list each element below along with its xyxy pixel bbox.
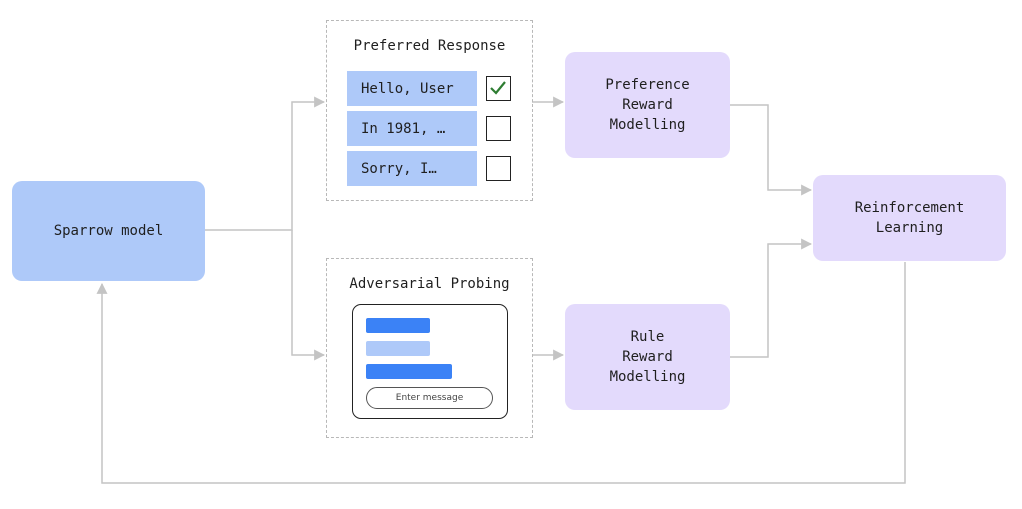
chat-message-bar bbox=[366, 341, 430, 356]
rule-reward-modelling-node: Rule Reward Modelling bbox=[565, 304, 730, 410]
adversarial-probing-title: Adversarial Probing bbox=[349, 276, 510, 292]
preferred-response-panel: Preferred Response Hello, User In 1981, … bbox=[326, 20, 533, 201]
reinforcement-learning-label: Reinforcement Learning bbox=[854, 200, 965, 236]
arrow-sparrow-to-adversarial bbox=[291, 230, 326, 361]
adversarial-probing-panel: Adversarial Probing Enter message bbox=[326, 258, 533, 438]
preferred-response-title: Preferred Response bbox=[353, 38, 506, 54]
message-input: Enter message bbox=[366, 387, 493, 409]
arrow-rule-rm-to-rl bbox=[730, 238, 813, 358]
chat-message-bar bbox=[366, 364, 452, 379]
checkbox-unchecked bbox=[486, 156, 511, 181]
arrow-rl-to-sparrow-feedback bbox=[96, 262, 906, 484]
response-text: In 1981, … bbox=[361, 120, 446, 137]
response-text: Hello, User bbox=[361, 80, 454, 97]
response-option: Hello, User bbox=[347, 71, 477, 106]
sparrow-model-node: Sparrow model bbox=[12, 181, 205, 281]
message-input-placeholder: Enter message bbox=[395, 393, 464, 403]
checkmark-icon bbox=[490, 81, 506, 95]
response-text: Sorry, I… bbox=[361, 160, 437, 177]
preference-reward-modelling-node: Preference Reward Modelling bbox=[565, 52, 730, 158]
response-option: Sorry, I… bbox=[347, 151, 477, 186]
checkbox-checked bbox=[486, 76, 511, 101]
chat-window-illustration: Enter message bbox=[352, 304, 508, 419]
sparrow-model-label: Sparrow model bbox=[53, 223, 164, 239]
rule-reward-modelling-label: Rule Reward Modelling bbox=[609, 329, 686, 385]
arrow-preference-rm-to-rl bbox=[730, 104, 813, 196]
checkbox-unchecked bbox=[486, 116, 511, 141]
reinforcement-learning-node: Reinforcement Learning bbox=[813, 175, 1006, 261]
chat-message-bar bbox=[366, 318, 430, 333]
preference-reward-modelling-label: Preference Reward Modelling bbox=[605, 77, 690, 133]
response-option: In 1981, … bbox=[347, 111, 477, 146]
arrow-sparrow-to-preferred bbox=[205, 96, 326, 231]
